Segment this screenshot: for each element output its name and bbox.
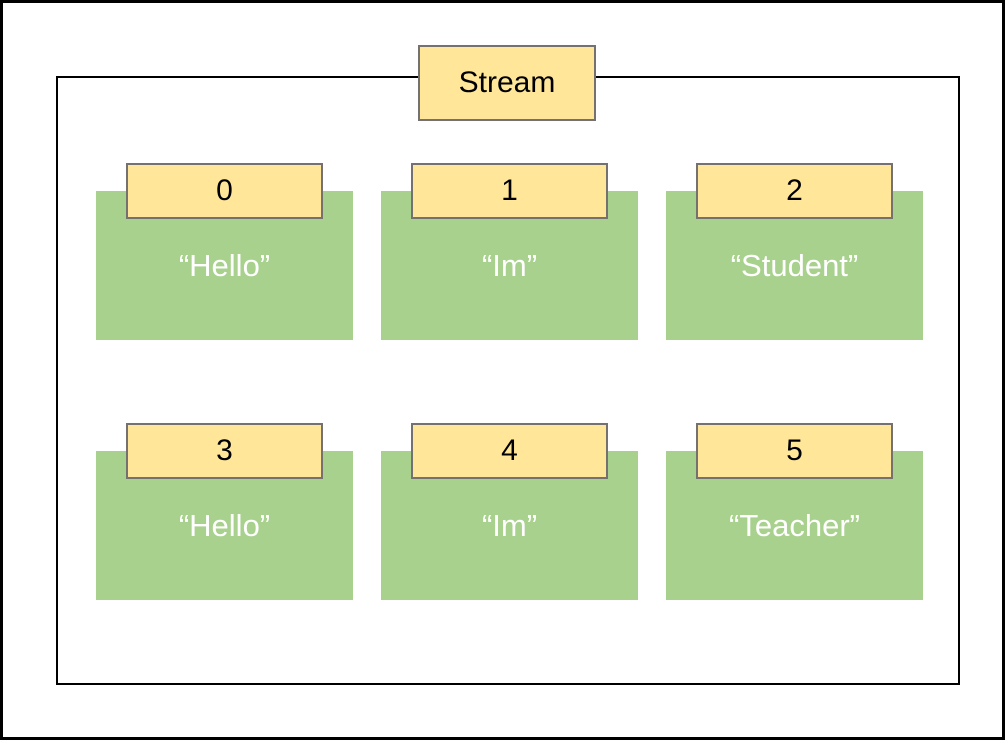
element-index-tab: 5	[696, 423, 893, 479]
stream-element: 3 “Hello”	[96, 423, 353, 600]
element-value-label: “Student”	[730, 247, 859, 283]
stream-element: 2 “Student”	[666, 163, 923, 340]
element-value-label: “Hello”	[178, 247, 271, 283]
stream-element: 0 “Hello”	[96, 163, 353, 340]
element-index-tab: 1	[411, 163, 608, 219]
element-value-label: “Im”	[481, 507, 538, 543]
stream-element: 5 “Teacher”	[666, 423, 923, 600]
element-index-tab: 0	[126, 163, 323, 219]
element-index-label: 0	[216, 174, 233, 207]
element-index-tab: 4	[411, 423, 608, 479]
element-index-tab: 3	[126, 423, 323, 479]
stream-title-label: Stream	[458, 66, 556, 99]
element-index-label: 3	[216, 434, 233, 467]
stream-element: 4 “Im”	[381, 423, 638, 600]
element-value-label: “Hello”	[178, 507, 271, 543]
element-index-label: 4	[501, 434, 518, 467]
element-index-tab: 2	[696, 163, 893, 219]
element-index-label: 2	[786, 174, 803, 207]
stream-title-box: Stream	[418, 45, 596, 121]
stream-element: 1 “Im”	[381, 163, 638, 340]
element-index-label: 1	[501, 174, 518, 207]
element-index-label: 5	[786, 434, 803, 467]
element-value-label: “Im”	[481, 247, 538, 283]
element-value-label: “Teacher”	[729, 507, 860, 543]
